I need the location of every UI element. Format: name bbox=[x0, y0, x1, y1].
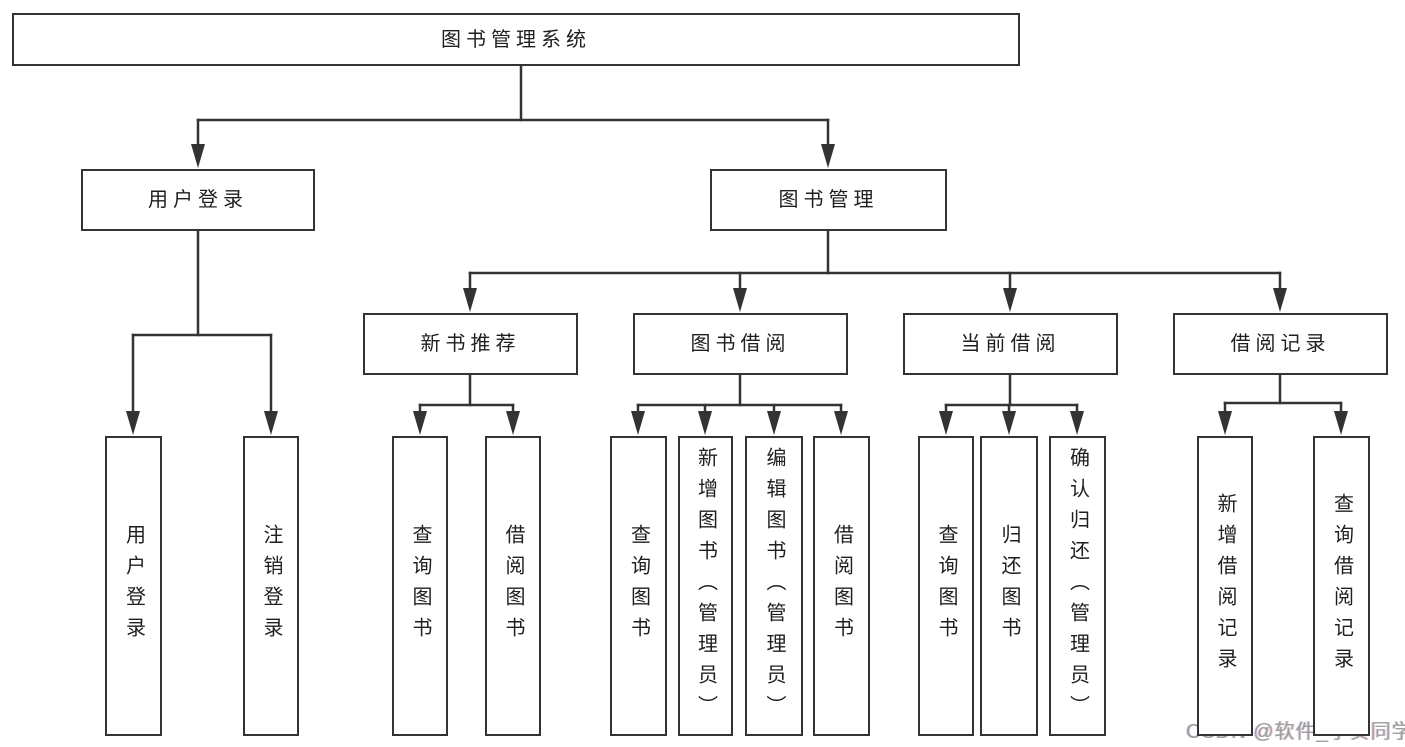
node-add-borrow-record: 新增借阅记录 bbox=[1197, 436, 1253, 736]
node-book-borrowing: 图书借阅 bbox=[633, 313, 848, 375]
node-root: 图书管理系统 bbox=[12, 13, 1020, 66]
node-label: 借阅图书 bbox=[502, 524, 524, 648]
node-label: 确认归还（管理员） bbox=[1066, 446, 1089, 726]
node-book-management: 图书管理 bbox=[710, 169, 947, 231]
node-return-books: 归还图书 bbox=[980, 436, 1038, 736]
node-label: 查询图书 bbox=[409, 524, 431, 648]
node-query-books-1: 查询图书 bbox=[392, 436, 448, 736]
arrow-down-icon bbox=[1070, 411, 1084, 435]
arrow-down-icon bbox=[413, 411, 427, 435]
node-label: 当前借阅 bbox=[960, 333, 1061, 355]
node-label: 查询借阅记录 bbox=[1330, 493, 1353, 679]
node-label: 用户登录 bbox=[122, 524, 145, 648]
arrow-down-icon bbox=[1218, 411, 1232, 435]
arrow-down-icon bbox=[631, 411, 645, 435]
node-confirm-return-admin: 确认归还（管理员） bbox=[1049, 436, 1106, 736]
node-borrowing-records: 借阅记录 bbox=[1173, 313, 1388, 375]
arrow-down-icon bbox=[1334, 411, 1348, 435]
node-label: 归还图书 bbox=[998, 524, 1020, 648]
node-current-borrowing: 当前借阅 bbox=[903, 313, 1118, 375]
node-label: 查询图书 bbox=[627, 524, 650, 648]
arrow-down-icon bbox=[939, 411, 953, 435]
node-label: 新书推荐 bbox=[420, 333, 521, 355]
node-label: 新增图书（管理员） bbox=[694, 446, 717, 726]
node-label: 借阅图书 bbox=[830, 524, 853, 648]
arrow-down-icon bbox=[1002, 411, 1016, 435]
arrow-down-icon bbox=[1273, 288, 1287, 312]
node-label: 新增借阅记录 bbox=[1214, 493, 1236, 679]
arrow-down-icon bbox=[834, 411, 848, 435]
arrow-down-icon bbox=[264, 411, 278, 435]
arrow-down-icon bbox=[733, 288, 747, 312]
arrow-down-icon bbox=[463, 288, 477, 312]
node-user-login-leaf: 用户登录 bbox=[105, 436, 162, 736]
node-new-book-recommend: 新书推荐 bbox=[363, 313, 578, 375]
node-label: 编辑图书（管理员） bbox=[763, 446, 785, 726]
node-label: 注销登录 bbox=[260, 524, 282, 648]
node-borrow-books-2: 借阅图书 bbox=[813, 436, 870, 736]
arrow-down-icon bbox=[767, 411, 781, 435]
node-label: 图书管理系统 bbox=[441, 28, 591, 51]
node-add-books-admin: 新增图书（管理员） bbox=[678, 436, 733, 736]
arrow-down-icon bbox=[506, 411, 520, 435]
arrow-down-icon bbox=[821, 144, 835, 168]
arrow-down-icon bbox=[126, 411, 140, 435]
node-query-borrow-record: 查询借阅记录 bbox=[1313, 436, 1370, 736]
arrow-down-icon bbox=[1003, 288, 1017, 312]
node-query-books-3: 查询图书 bbox=[918, 436, 974, 736]
node-label: 查询图书 bbox=[935, 524, 957, 648]
node-borrow-books-1: 借阅图书 bbox=[485, 436, 541, 736]
arrow-down-icon bbox=[191, 144, 205, 168]
arrow-down-icon bbox=[698, 411, 712, 435]
node-label: 用户登录 bbox=[148, 189, 248, 211]
node-user-login: 用户登录 bbox=[81, 169, 315, 231]
node-label: 借阅记录 bbox=[1230, 333, 1331, 355]
node-edit-books-admin: 编辑图书（管理员） bbox=[745, 436, 803, 736]
node-logout: 注销登录 bbox=[243, 436, 299, 736]
node-label: 图书借阅 bbox=[690, 333, 791, 355]
node-query-books-2: 查询图书 bbox=[610, 436, 667, 736]
node-label: 图书管理 bbox=[778, 189, 879, 211]
